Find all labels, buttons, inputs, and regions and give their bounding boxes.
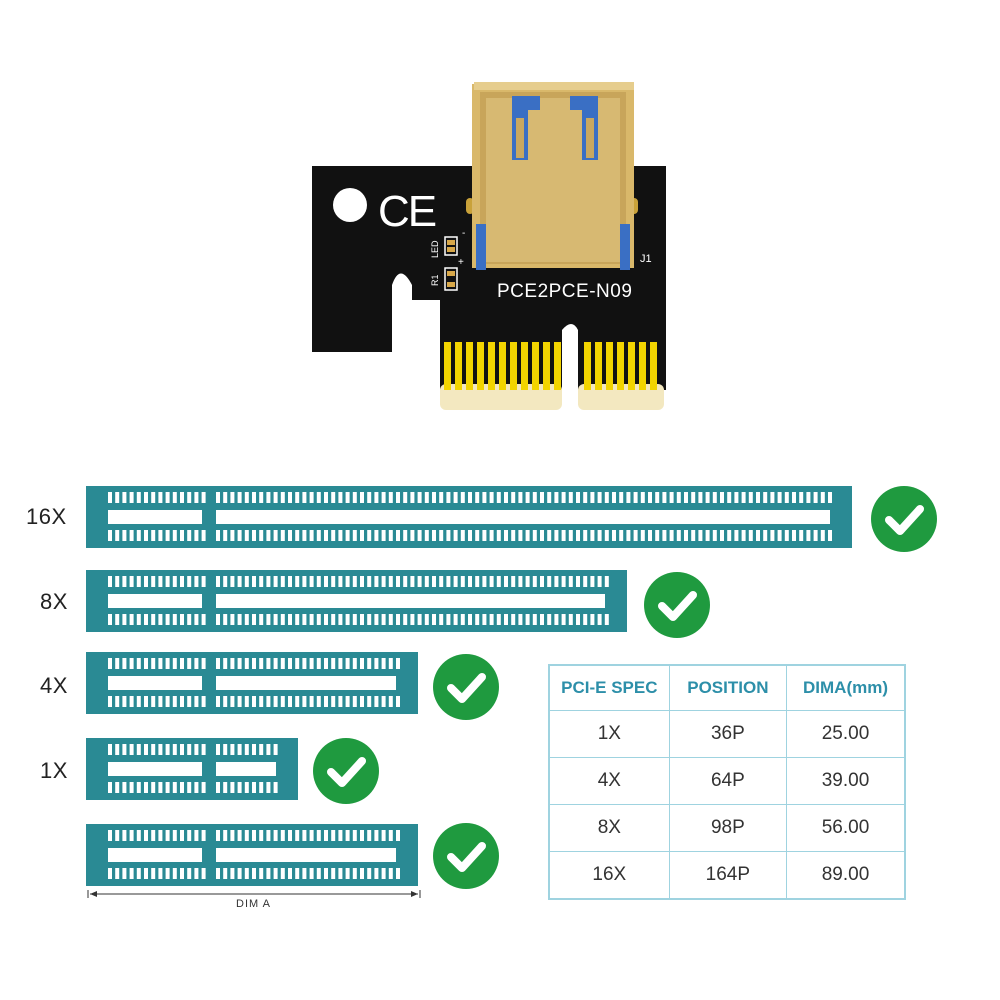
- cell-spec: 1X: [548, 710, 670, 758]
- check-icon-dima: [433, 823, 499, 889]
- dimension-marker: DIM A: [87, 890, 421, 910]
- led-component: [444, 236, 458, 256]
- header-position: POSITION: [668, 664, 788, 711]
- plus-sign: +: [458, 257, 464, 268]
- j1-label: J1: [640, 253, 652, 265]
- header-pcie-spec: PCI-E SPEC: [548, 664, 670, 711]
- cell-dima: 25.00: [786, 710, 906, 758]
- cell-spec: 16X: [548, 851, 670, 900]
- cell-spec: 4X: [548, 757, 670, 805]
- ce-mark: CE: [378, 187, 436, 236]
- table-row: 1X 36P 25.00: [548, 710, 906, 758]
- cell-position: 98P: [668, 804, 788, 852]
- cell-dima: 56.00: [786, 804, 906, 852]
- spec-table: PCI-E SPEC POSITION DIMA(mm) 1X 36P 25.0…: [548, 664, 906, 900]
- table-row: 16X 164P 89.00: [548, 851, 906, 900]
- header-dima: DIMA(mm): [786, 664, 906, 711]
- check-icon-16x: [871, 486, 937, 552]
- slot-label-8x: 8X: [40, 589, 68, 614]
- cell-position: 64P: [668, 757, 788, 805]
- slot-5: [86, 824, 418, 886]
- r1-label: R1: [430, 274, 440, 286]
- r1-component: [444, 267, 458, 291]
- cell-dima: 89.00: [786, 851, 906, 900]
- slot-label-16x: 16X: [26, 504, 67, 529]
- gold-fingers: [440, 342, 664, 410]
- table-row: 8X 98P 56.00: [548, 804, 906, 852]
- slot-1: [86, 486, 852, 548]
- check-icon-8x: [644, 572, 710, 638]
- model-text: PCE2PCE-N09: [497, 281, 632, 302]
- minus-sign: -: [462, 228, 465, 239]
- slot-label-1x: 1X: [40, 758, 68, 783]
- led-label: LED: [430, 240, 440, 258]
- slot-list: [86, 486, 852, 886]
- usb-port-icon: [472, 82, 634, 270]
- cell-spec: 8X: [548, 804, 670, 852]
- dimension-label: DIM A: [236, 898, 271, 910]
- slot-4: [86, 738, 298, 800]
- mounting-hole: [333, 188, 367, 222]
- slot-3: [86, 652, 418, 714]
- check-icon-4x: [433, 654, 499, 720]
- check-icon-1x: [313, 738, 379, 804]
- table-header-row: PCI-E SPEC POSITION DIMA(mm): [548, 664, 906, 711]
- riser-card: CE LED R1 + - J1 PCE2PCE-N09: [312, 82, 666, 410]
- table-row: 4X 64P 39.00: [548, 757, 906, 805]
- cell-dima: 39.00: [786, 757, 906, 805]
- cell-position: 36P: [668, 710, 788, 758]
- slot-2: [86, 570, 627, 632]
- cell-position: 164P: [668, 851, 788, 900]
- slot-label-4x: 4X: [40, 673, 68, 698]
